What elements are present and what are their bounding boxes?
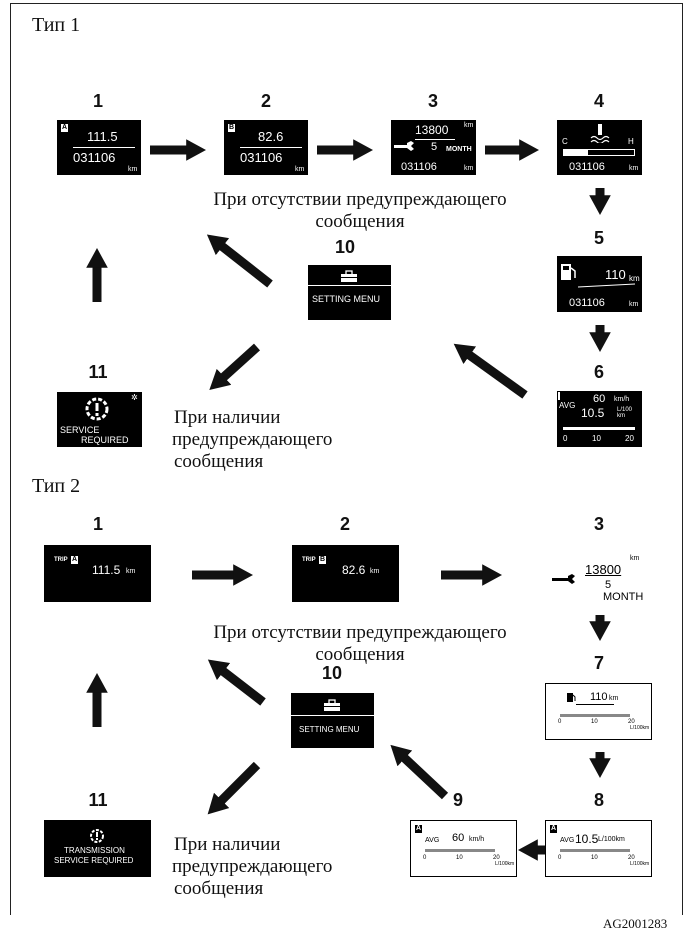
t1-caption-warning: При наличии предупреждающего сообщения xyxy=(172,407,333,472)
t2-caption-warning: При наличии предупреждающего сообщения xyxy=(172,834,333,899)
t2-screen-avg-consumption: A AVG 10.5 L/100km 0 10 20 L/100km xyxy=(545,820,652,877)
toolbox-icon xyxy=(324,699,340,711)
t2-num-10: 10 xyxy=(321,663,343,683)
t2-screen-setting-menu: SETTING MENU xyxy=(291,693,374,748)
t1-num-10: 10 xyxy=(334,237,356,257)
t2-num-11: 11 xyxy=(88,790,108,810)
t2-num-1: 1 xyxy=(92,514,103,534)
thermometer-icon xyxy=(590,124,610,143)
t1-num-5: 5 xyxy=(593,228,604,248)
t1-num-3: 3 xyxy=(427,91,438,111)
t1-screen-coolant-temp: C H 031106 km xyxy=(557,120,642,175)
arrow-t2-10-11 xyxy=(207,761,261,815)
t1-screen-range: 110 km 031106 km xyxy=(557,256,642,312)
t1-num-4: 4 xyxy=(593,91,604,111)
arrow-t2-9-10 xyxy=(390,744,449,800)
fuel-pump-icon xyxy=(567,693,576,702)
t2-screen-trip-b: TRIP B 82.6 km xyxy=(292,545,399,602)
t2-num-2: 2 xyxy=(339,514,350,534)
t2-num-7: 7 xyxy=(593,653,604,673)
arrow-t2-10-1 xyxy=(207,659,266,706)
t1-screen-trip-b: B 82.6 031106 km xyxy=(224,120,308,175)
t1-num-6: 6 xyxy=(593,362,604,382)
wrench-icon xyxy=(552,574,575,584)
settings-mini-icon: ✲ xyxy=(131,393,138,402)
type1-heading: Тип 1 xyxy=(32,14,81,36)
toolbox-icon xyxy=(341,270,357,282)
t1-screen-service: 13800 km 5 MONTH 031106 km xyxy=(391,120,476,175)
t1-num-1: 1 xyxy=(92,91,103,111)
t2-caption-no-warning: При отсутствии предупреждающего сообщени… xyxy=(213,622,507,665)
t1-num-2: 2 xyxy=(260,91,271,111)
t2-screen-service: km 13800 5 MONTH xyxy=(545,552,652,609)
figure-frame xyxy=(10,3,683,915)
t1-caption-no-warning: При отсутствии предупреждающего сообщени… xyxy=(213,189,507,232)
arrow-t1-10-1 xyxy=(206,234,273,288)
t2-screen-range: 110 km 0 10 20 L/100km xyxy=(545,683,652,740)
t1-screen-service-required: ✲ SERVICE REQUIRED xyxy=(57,392,142,447)
temp-bar xyxy=(563,149,635,156)
fuel-pump-icon xyxy=(561,264,576,280)
t1-screen-trip-a: A 111.5 031106 km xyxy=(57,120,141,175)
t1-num-11: 11 xyxy=(88,362,108,382)
t1-screen-setting-menu: SETTING MENU xyxy=(308,265,391,320)
gear-warning-icon xyxy=(85,397,109,421)
wrench-icon xyxy=(394,141,414,151)
arrow-t1-10-11 xyxy=(209,343,261,391)
t2-screen-avg-speed: A AVG 60 km/h 0 10 20 L/100km xyxy=(410,820,517,877)
gear-warning-icon xyxy=(90,829,104,843)
t2-screen-transmission-service: TRANSMISSION SERVICE REQUIRED xyxy=(44,820,151,877)
t2-screen-trip-a: TRIP A 111.5 km xyxy=(44,545,151,602)
arrow-t1-6-10 xyxy=(453,343,528,399)
t2-num-3: 3 xyxy=(593,514,604,534)
t2-num-8: 8 xyxy=(593,790,604,810)
t1-screen-avg: ​ AVG 60 km/h 10.5 L/100 km 0 10 20 xyxy=(557,391,642,447)
figure-code: AG2001283 xyxy=(603,916,668,931)
type2-heading: Тип 2 xyxy=(32,475,81,497)
t2-num-9: 9 xyxy=(452,790,463,810)
